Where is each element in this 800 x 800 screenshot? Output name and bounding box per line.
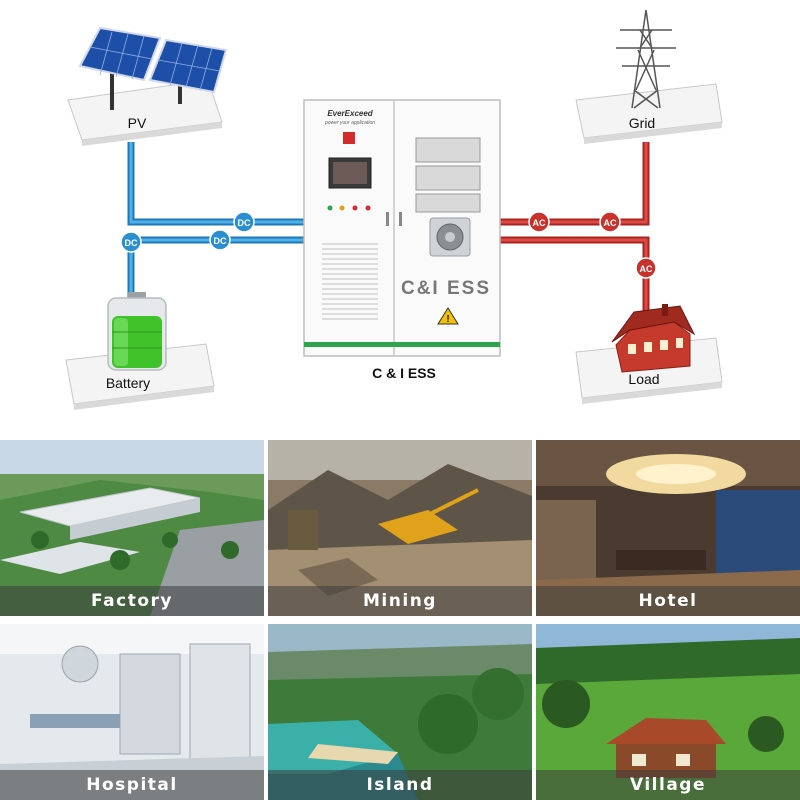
battery-icon <box>107 292 167 371</box>
application-grid: Factory Mining Hotel <box>0 440 800 800</box>
ac-badge-load: AC <box>635 257 657 279</box>
ac-badge-2: AC <box>599 211 621 233</box>
power-tower-icon <box>616 9 676 109</box>
tile-hospital: Hospital <box>0 624 264 800</box>
ess-cabinet: EverExceed power your application <box>303 99 501 357</box>
dc-badge-battery: DC <box>209 229 231 251</box>
application-label: Hospital <box>0 770 264 800</box>
grid-label: Grid <box>629 115 655 131</box>
svg-text:DC: DC <box>214 236 227 246</box>
load-label: Load <box>628 371 659 387</box>
svg-text:DC: DC <box>125 238 138 248</box>
battery-platform <box>65 343 215 410</box>
svg-text:AC: AC <box>604 218 617 228</box>
application-label: Factory <box>0 586 264 616</box>
cabinet-front-text: C&I ESS <box>401 278 491 299</box>
system-diagram: DC DC DC AC AC AC PV <box>65 9 723 410</box>
house-icon <box>611 304 696 373</box>
grid-platform <box>575 83 723 144</box>
ac-lines <box>500 142 650 330</box>
solar-panel-icon <box>78 26 228 110</box>
cabinet-brand: EverExceed <box>327 109 373 118</box>
tile-factory: Factory <box>0 440 264 616</box>
svg-text:AC: AC <box>640 264 653 274</box>
cabinet-vent-left <box>322 243 378 320</box>
svg-text:AC: AC <box>533 218 546 228</box>
battery-label: Battery <box>106 375 150 391</box>
cabinet-label: C & I ESS <box>372 365 436 381</box>
application-label: Village <box>536 770 800 800</box>
application-label: Mining <box>268 586 532 616</box>
application-label: Island <box>268 770 532 800</box>
tile-mining: Mining <box>268 440 532 616</box>
cabinet-vent-right <box>415 137 481 213</box>
tile-hotel: Hotel <box>536 440 800 616</box>
application-label: Hotel <box>536 586 800 616</box>
dc-badge-pv: DC <box>233 211 255 233</box>
dc-lines <box>127 142 310 298</box>
emergency-stop-icon <box>343 132 355 144</box>
svg-text:!: ! <box>446 314 449 325</box>
pv-platform <box>67 79 223 146</box>
cooling-fan-icon <box>429 217 471 257</box>
indicator-lights <box>327 205 371 211</box>
dc-badge-battery-vertical: DC <box>120 231 142 253</box>
ac-badge-1: AC <box>528 211 550 233</box>
pv-label: PV <box>128 115 147 131</box>
tile-village: Village <box>536 624 800 800</box>
warning-icon: ! <box>437 307 459 325</box>
tile-island: Island <box>268 624 532 800</box>
svg-text:DC: DC <box>238 218 251 228</box>
cabinet-tagline: power your application <box>324 120 375 126</box>
